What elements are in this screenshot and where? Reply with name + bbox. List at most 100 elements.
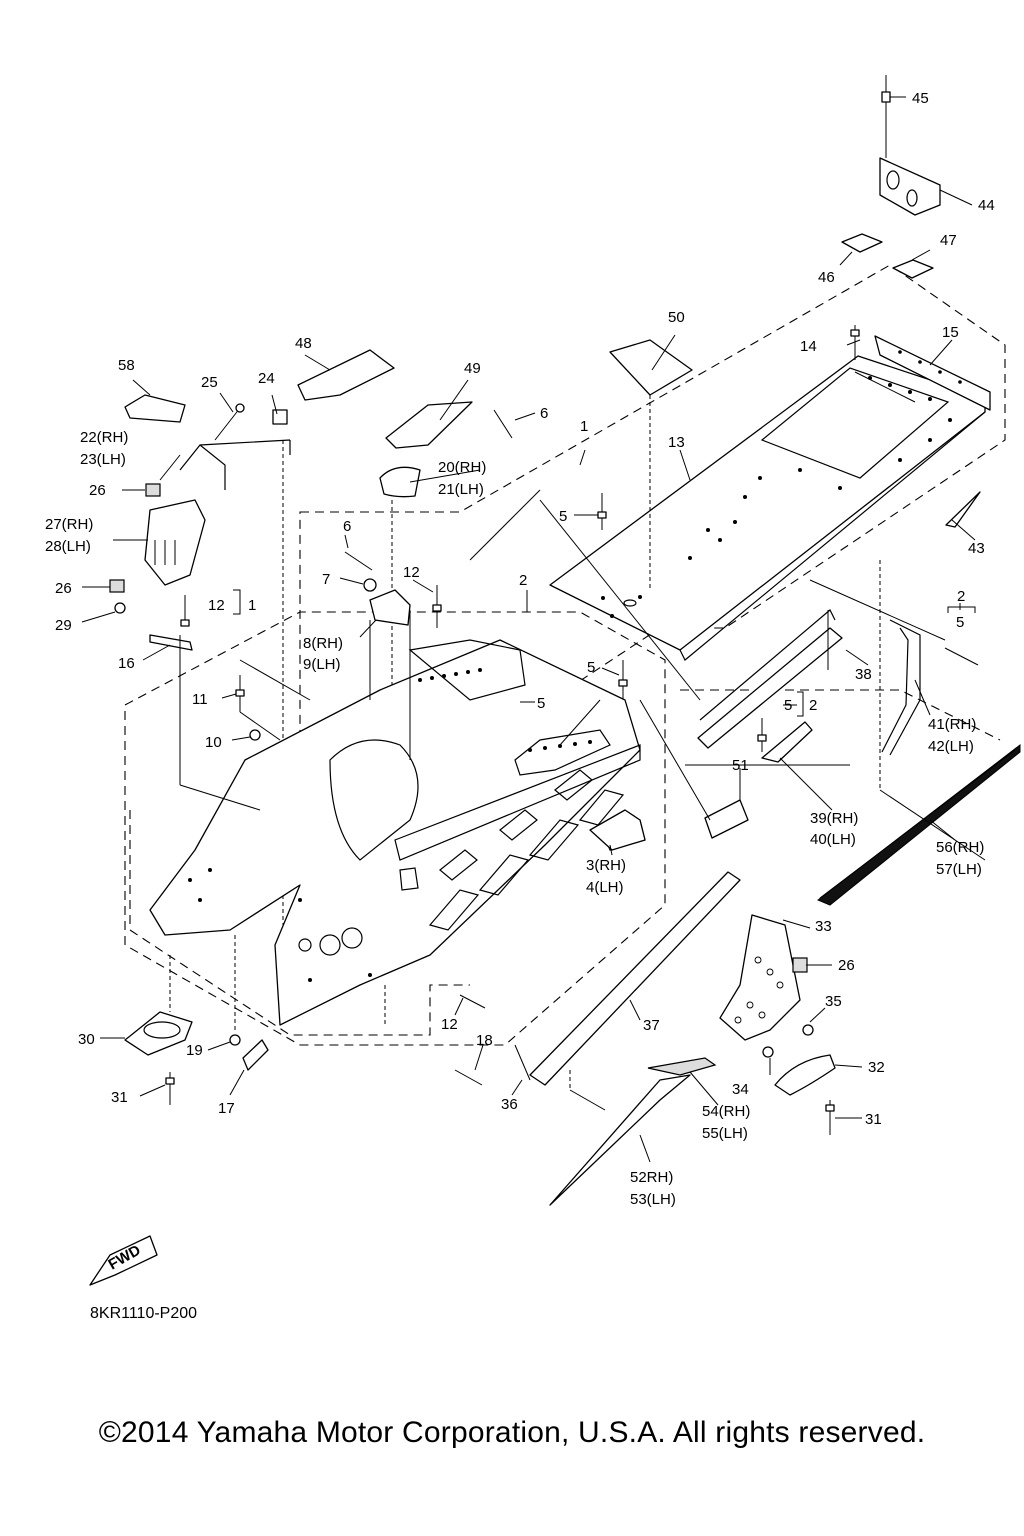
rivet-part-5-a[interactable] [597, 493, 607, 530]
assembly-outline-1 [299, 264, 1006, 781]
label-31-b: 31 [865, 1111, 882, 1128]
copyright-notice: ©2014 Yamaha Motor Corporation, U.S.A. A… [98, 1416, 926, 1449]
part-labels: 45 44 47 46 15 14 50 48 49 58 25 24 22(R… [45, 90, 995, 1208]
cover-part-58[interactable] [124, 394, 186, 423]
label-26-b: 26 [55, 580, 72, 597]
sticker-part-47[interactable] [892, 259, 934, 279]
label-51: 51 [732, 757, 749, 774]
side-step-part-56-57[interactable] [817, 743, 1021, 906]
clip-part-26-c[interactable] [792, 957, 808, 973]
nut-part-7[interactable] [363, 578, 377, 592]
label-6-b: 6 [540, 405, 548, 422]
clip-part-26-b[interactable] [109, 579, 125, 593]
pad-part-49[interactable] [385, 401, 473, 449]
grab-bar-part-41-42[interactable] [881, 619, 921, 756]
assembly-outline-inner [129, 689, 1001, 1036]
pad-part-50[interactable] [609, 339, 693, 396]
label-46: 46 [818, 269, 835, 286]
label-23: 23(LH) [80, 451, 126, 468]
tunnel-part-13[interactable] [549, 355, 986, 661]
label-29: 29 [55, 617, 72, 634]
label-48: 48 [295, 335, 312, 352]
label-16: 16 [118, 655, 135, 672]
label-18: 18 [476, 1032, 493, 1049]
bar-part-37[interactable] [529, 871, 741, 1086]
rivet-part-5-d[interactable] [757, 718, 767, 752]
label-8: 8(RH) [303, 635, 343, 652]
rivet-part-31-a[interactable] [165, 1072, 175, 1105]
label-40: 40(LH) [810, 831, 856, 848]
clip-part-26-a[interactable] [145, 483, 161, 497]
deflector-part-39-40[interactable] [761, 721, 813, 763]
label-12-b: 12 [403, 564, 420, 581]
label-2-a: 2 [519, 572, 527, 589]
label-32: 32 [868, 1059, 885, 1076]
label-2-c: 2 [957, 588, 965, 605]
label-5-a: 5 [559, 508, 567, 525]
side-panel-part-52-53[interactable] [549, 1074, 691, 1206]
rivet-part-5-b[interactable] [618, 660, 628, 700]
rivet-part-5-e[interactable] [944, 647, 979, 666]
label-13: 13 [668, 434, 685, 451]
strip-part-16[interactable] [149, 634, 193, 651]
screw-part-19[interactable] [229, 1034, 241, 1046]
rivet-part-18[interactable] [454, 1069, 483, 1086]
bracket-part-30[interactable] [124, 1011, 193, 1056]
label-5-d: 5 [784, 697, 792, 714]
bracket-part-17[interactable] [242, 1039, 269, 1071]
label-25: 25 [201, 374, 218, 391]
label-28: 28(LH) [45, 538, 91, 555]
label-45: 45 [912, 90, 929, 107]
sticker-part-46[interactable] [841, 233, 883, 253]
bracket-part-8-9[interactable] [369, 589, 411, 626]
rivet-part-6-a[interactable] [344, 551, 373, 571]
label-56: 56(RH) [936, 839, 984, 856]
label-19: 19 [186, 1042, 203, 1059]
rivet-part-36[interactable] [514, 1044, 531, 1081]
label-6-a: 6 [343, 518, 351, 535]
rivet-part-11[interactable] [235, 675, 245, 712]
label-11: 11 [192, 691, 208, 708]
rivet-part-12-b[interactable] [432, 585, 442, 628]
label-34: 34 [732, 1081, 749, 1098]
label-47: 47 [940, 232, 957, 249]
rear-bumper-part-44[interactable] [879, 157, 941, 216]
brace-part-22-23[interactable] [179, 439, 291, 490]
rear-rail-part-15[interactable] [874, 335, 991, 411]
label-12-c: 12 [441, 1016, 458, 1033]
footrest-part-33[interactable] [719, 914, 801, 1041]
label-58: 58 [118, 357, 135, 374]
rivet-part-14[interactable] [850, 325, 860, 360]
rivet-part-12-c[interactable] [459, 994, 486, 1009]
screw-part-10[interactable] [249, 729, 261, 741]
stopper-part-51[interactable] [704, 799, 749, 839]
label-5-b: 5 [587, 659, 595, 676]
label-36: 36 [501, 1096, 518, 1113]
rivet-part-31-b[interactable] [825, 1100, 835, 1135]
label-10: 10 [205, 734, 222, 751]
label-26-c: 26 [838, 957, 855, 974]
label-27: 27(RH) [45, 516, 93, 533]
step-part-32[interactable] [774, 1054, 836, 1096]
bolt-part-34[interactable] [762, 1046, 774, 1058]
nut-part-24[interactable] [272, 409, 288, 425]
bracket-part-3-4[interactable] [589, 809, 646, 851]
screw-part-29[interactable] [114, 602, 126, 614]
pad-part-48[interactable] [297, 349, 395, 401]
label-42: 42(LH) [928, 738, 974, 755]
trim-part-43[interactable] [945, 491, 981, 528]
guard-part-54-55[interactable] [647, 1057, 717, 1076]
rivet-part-6-b[interactable] [493, 409, 513, 439]
rivet-part-12-a[interactable] [180, 595, 190, 627]
bolt-part-25[interactable] [214, 403, 245, 441]
deflector-part-20-21[interactable] [379, 466, 421, 498]
bracket-part-27-28[interactable] [144, 499, 206, 586]
label-5-e: 5 [956, 614, 964, 631]
label-35: 35 [825, 993, 842, 1010]
label-44: 44 [978, 197, 995, 214]
screw-part-35[interactable] [802, 1024, 814, 1036]
rivet-part-45[interactable] [881, 75, 891, 158]
side-rail-part-38[interactable] [697, 609, 843, 749]
label-9: 9(LH) [303, 656, 341, 673]
